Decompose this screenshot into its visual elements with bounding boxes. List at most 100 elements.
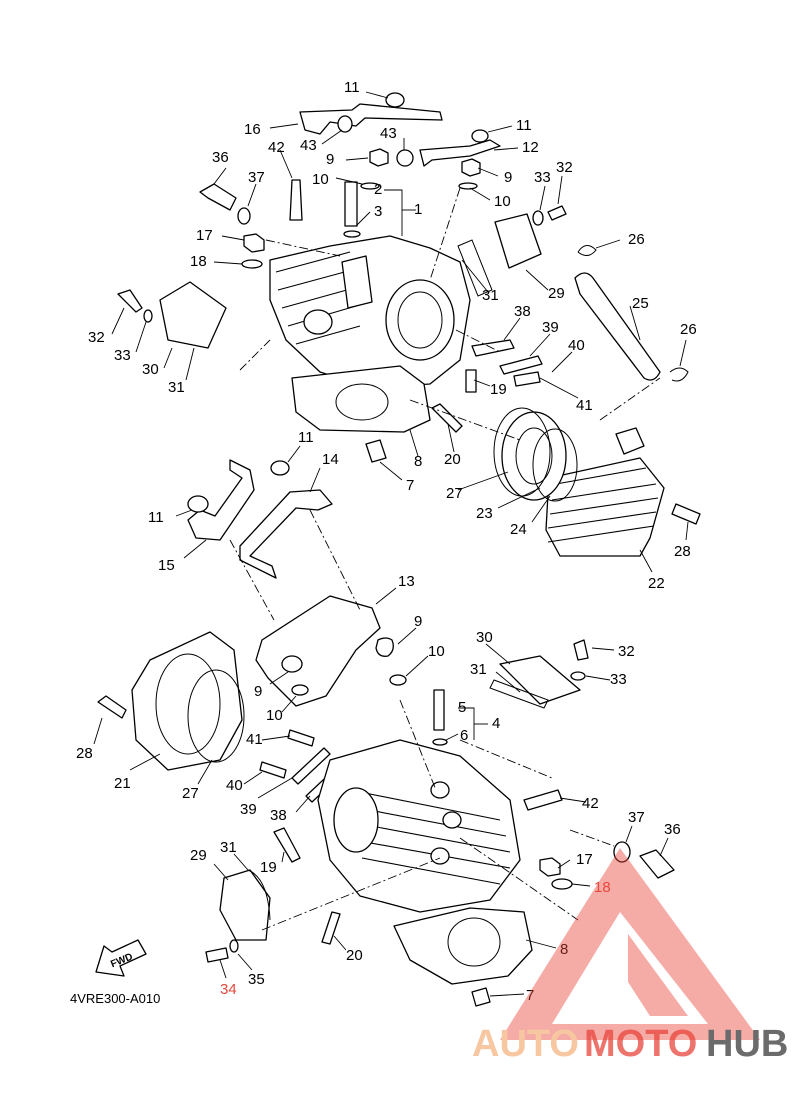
rocker-39-a xyxy=(499,355,543,375)
callout-10: 10 xyxy=(312,171,329,188)
callout-11: 11 xyxy=(516,117,532,134)
callout-43: 43 xyxy=(380,125,397,142)
callout-22: 22 xyxy=(648,575,665,592)
cylinder-head-4 xyxy=(317,739,521,913)
callout-24: 24 xyxy=(510,521,527,538)
nut-9-a xyxy=(369,148,389,167)
clip-6 xyxy=(432,738,448,746)
watermark-part2: MOTO xyxy=(584,1023,697,1065)
callout-37: 37 xyxy=(628,809,645,826)
callout-31: 31 xyxy=(470,661,487,678)
nut-11-c xyxy=(270,460,290,476)
gasket-8-a xyxy=(291,365,431,433)
cyl-fin xyxy=(555,467,647,485)
callout-26: 26 xyxy=(628,231,645,248)
callout-11: 11 xyxy=(148,509,164,526)
gasket-37-a xyxy=(237,207,251,225)
callout-32: 32 xyxy=(556,159,573,176)
callout-43: 43 xyxy=(300,137,317,154)
head-boss-top xyxy=(341,255,373,309)
washer-18-a xyxy=(241,259,263,269)
callout-36: 36 xyxy=(664,821,681,838)
stay-13 xyxy=(255,595,381,707)
diagram-code: 4VRE300-A010 xyxy=(70,991,160,1006)
callout-13: 13 xyxy=(398,573,415,590)
callout-18: 18 xyxy=(190,253,207,270)
cyl-fin xyxy=(549,497,659,515)
callout-9: 9 xyxy=(414,613,422,630)
callout-29: 29 xyxy=(548,285,565,302)
nut-9-c xyxy=(375,637,394,657)
callout-1: 1 xyxy=(414,201,422,218)
watermark-triangle-icon xyxy=(500,848,760,1040)
callout-18: 18 xyxy=(594,879,611,896)
callout-38: 38 xyxy=(514,303,531,320)
valve-guide-5 xyxy=(433,689,445,731)
cover-30-a xyxy=(159,281,227,349)
stay-15 xyxy=(187,459,255,541)
ref-line xyxy=(429,187,461,281)
callout-40: 40 xyxy=(568,337,585,354)
cylinder-22 xyxy=(545,457,665,557)
head-port xyxy=(385,279,455,361)
callout-35: 35 xyxy=(248,971,265,988)
callout-8: 8 xyxy=(560,941,568,958)
callout-28: 28 xyxy=(76,745,93,762)
callout-7: 7 xyxy=(406,477,414,494)
spark-plug-42-b xyxy=(523,789,563,811)
nut-11-b xyxy=(471,129,489,143)
callout-19: 19 xyxy=(490,381,507,398)
callout-10: 10 xyxy=(494,193,511,210)
callout-31: 31 xyxy=(220,839,237,856)
nut-17-a xyxy=(243,233,265,253)
callout-30: 30 xyxy=(142,361,159,378)
damper-43-b xyxy=(396,149,414,167)
bolt-34 xyxy=(205,947,229,963)
callout-41: 41 xyxy=(576,397,593,414)
callout-36: 36 xyxy=(212,149,229,166)
callout-42: 42 xyxy=(582,795,599,812)
callout-11: 11 xyxy=(344,79,360,96)
callout-27: 27 xyxy=(446,485,463,502)
callout-30: 30 xyxy=(476,629,493,646)
callout-20: 20 xyxy=(346,947,363,964)
nut-11-a xyxy=(385,92,405,108)
washer-35 xyxy=(229,939,239,953)
callout-27: 27 xyxy=(182,785,199,802)
gasket-8-b xyxy=(393,907,533,985)
bolt-32-a xyxy=(547,205,567,221)
head-port-inner xyxy=(397,291,443,349)
callout-32: 32 xyxy=(618,643,635,660)
stay-14 xyxy=(239,489,333,579)
watermark-text: AUTO MOTO HUB xyxy=(472,1023,788,1065)
watermark-part3: HUB xyxy=(706,1023,788,1065)
rocker-39-b xyxy=(291,747,331,785)
washer-10-c xyxy=(389,674,407,686)
bolt-36-a xyxy=(199,183,237,211)
head-boss xyxy=(303,309,333,335)
callout-38: 38 xyxy=(270,807,287,824)
bolt-28-a xyxy=(671,503,701,525)
callout-12: 12 xyxy=(522,139,539,156)
clip-3-a xyxy=(343,230,361,238)
callout-9: 9 xyxy=(326,151,334,168)
callout-6: 6 xyxy=(460,727,468,744)
ref-line xyxy=(569,829,615,847)
head-port-front xyxy=(333,787,379,853)
leader-lines xyxy=(93,91,689,997)
hose-25 xyxy=(574,272,661,381)
head-fin xyxy=(349,789,501,821)
head-boss-front xyxy=(430,781,450,799)
clip-26-a xyxy=(577,245,597,256)
stay-16 xyxy=(299,103,443,135)
cover-21 xyxy=(131,631,243,771)
bolt-36-b xyxy=(639,849,675,879)
callout-17: 17 xyxy=(196,227,213,244)
ref-line xyxy=(599,377,661,421)
callout-8: 8 xyxy=(414,453,422,470)
nut-11-d xyxy=(187,495,209,513)
callout-10: 10 xyxy=(266,707,283,724)
callout-39: 39 xyxy=(240,801,257,818)
callout-33: 33 xyxy=(610,671,627,688)
